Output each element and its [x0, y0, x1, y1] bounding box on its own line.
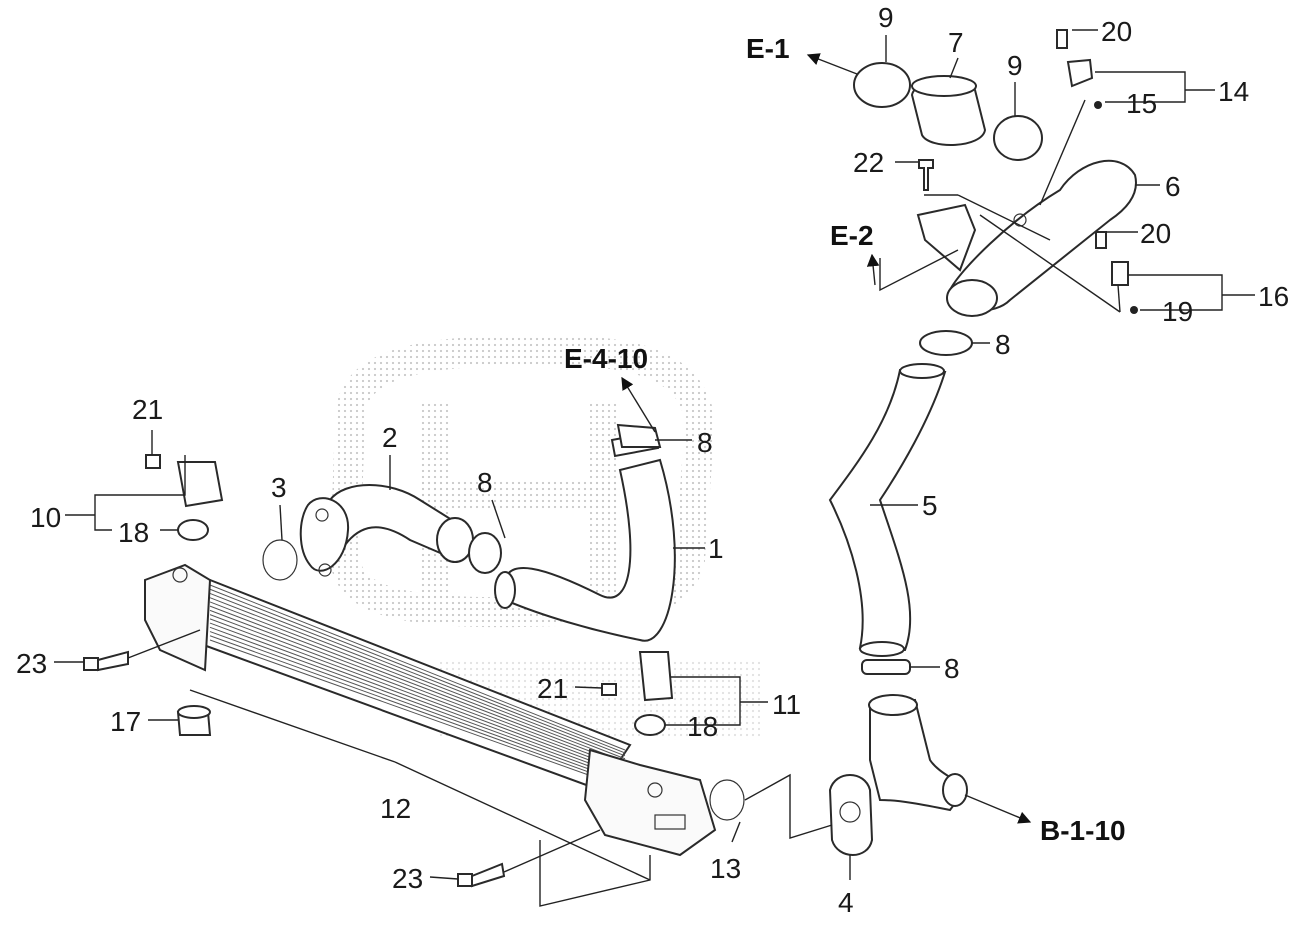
- part-label-8-pipe: 8: [697, 427, 713, 458]
- part-label-23-upper: 23: [16, 648, 47, 679]
- part-label-18-upper: 18: [118, 517, 149, 548]
- part-label-20-upper: 20: [1101, 16, 1132, 47]
- ref-label-e410: E-4-10: [564, 343, 648, 374]
- clamp-8-top: [919, 330, 973, 356]
- core-fin-line: [209, 584, 626, 751]
- core-fin-line: [209, 639, 626, 789]
- clamp-8-bottom: [861, 659, 911, 675]
- clamp-9-left: [853, 62, 911, 108]
- part-label-15: 15: [1126, 88, 1157, 119]
- core-fin-line: [209, 592, 626, 757]
- core-fin-line: [209, 635, 626, 786]
- o-ring-3: [262, 539, 298, 581]
- part-label-13: 13: [710, 853, 741, 884]
- part-label-21-upper: 21: [132, 394, 163, 425]
- reference-arrows: [621, 53, 1032, 824]
- part-label-5: 5: [922, 490, 938, 521]
- part-label-19: 19: [1162, 296, 1193, 327]
- ref-label-b110: B-1-10: [1040, 815, 1126, 846]
- part-label-3: 3: [271, 472, 287, 503]
- o-ring-13: [709, 779, 745, 821]
- part-label-11: 11: [772, 689, 801, 720]
- fasteners: [83, 29, 1138, 888]
- part-labels: 1 2 3 4 5 6 7 8 8 8 8 9 9 10 11 12 13 14…: [16, 2, 1289, 918]
- elbow-pipe: [299, 484, 474, 577]
- part-label-16: 16: [1258, 281, 1289, 312]
- part-label-4: 4: [838, 887, 854, 918]
- clamp-9-right: [993, 115, 1043, 161]
- part-label-1: 1: [708, 533, 724, 564]
- core-fin-line: [209, 614, 626, 771]
- part-label-21-lower: 21: [537, 673, 568, 704]
- part-label-2: 2: [382, 422, 398, 453]
- part-label-9-left: 9: [878, 2, 894, 33]
- part-label-17: 17: [110, 706, 141, 737]
- core-fin-line: [209, 631, 626, 783]
- core-fin-line: [209, 597, 626, 760]
- upper-duct-6: [916, 159, 1137, 317]
- core-fin-line: [209, 609, 626, 769]
- hose-5: [828, 363, 947, 657]
- clamp-8-elbow: [468, 532, 502, 574]
- part-label-22: 22: [853, 147, 884, 178]
- ref-label-e2: E-2: [830, 220, 874, 251]
- part-label-18-lower: 18: [687, 711, 718, 742]
- intercooler-core: [144, 563, 717, 857]
- core-fin-line: [209, 622, 626, 777]
- part-label-12: 12: [380, 793, 411, 824]
- core-fin-line: [209, 618, 626, 774]
- part-label-7: 7: [948, 27, 964, 58]
- part-label-8-elbow: 8: [477, 467, 493, 498]
- leader-lines: [54, 29, 1255, 907]
- part-label-9-right: 9: [1007, 50, 1023, 81]
- part-label-20-lower: 20: [1140, 218, 1171, 249]
- core-fin-line: [209, 588, 626, 754]
- core-fin-line: [209, 626, 626, 780]
- part-label-8-hose-bottom: 8: [944, 653, 960, 684]
- reference-labels: E-1 E-2 E-4-10 B-1-10: [564, 33, 1126, 846]
- core-fin-line: [209, 601, 626, 763]
- sleeve-7: [910, 75, 987, 146]
- ref-label-e1: E-1: [746, 33, 790, 64]
- part-label-8-hose-top: 8: [995, 329, 1011, 360]
- inlet-elbow-4: [828, 694, 968, 856]
- part-label-6: 6: [1165, 171, 1181, 202]
- part-label-14: 14: [1218, 76, 1249, 107]
- part-label-10: 10: [30, 502, 61, 533]
- core-fin-line: [209, 605, 626, 766]
- part-label-23-lower: 23: [392, 863, 423, 894]
